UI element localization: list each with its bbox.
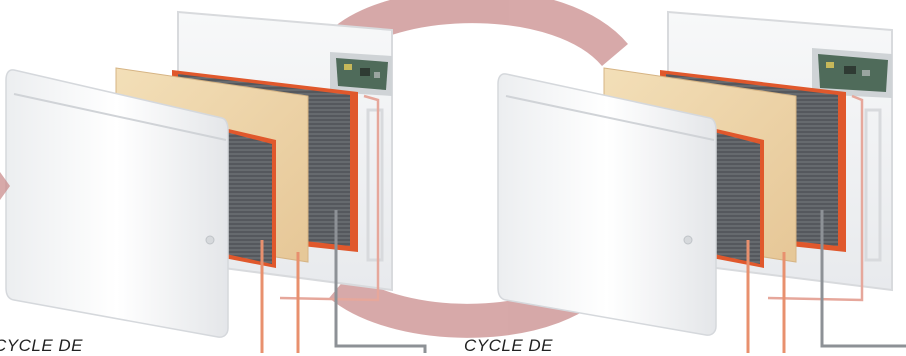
front-mesh (712, 128, 764, 268)
power-button-icon (684, 236, 692, 244)
caption-left: CYCLE DE (0, 336, 83, 356)
power-button-icon (206, 236, 214, 244)
control-board-icon (818, 54, 888, 92)
front-mesh (224, 128, 276, 268)
control-board-icon (336, 58, 388, 90)
radiator-right (498, 12, 906, 353)
caption-right: CYCLE DE (464, 336, 553, 356)
front-panel (498, 74, 716, 335)
